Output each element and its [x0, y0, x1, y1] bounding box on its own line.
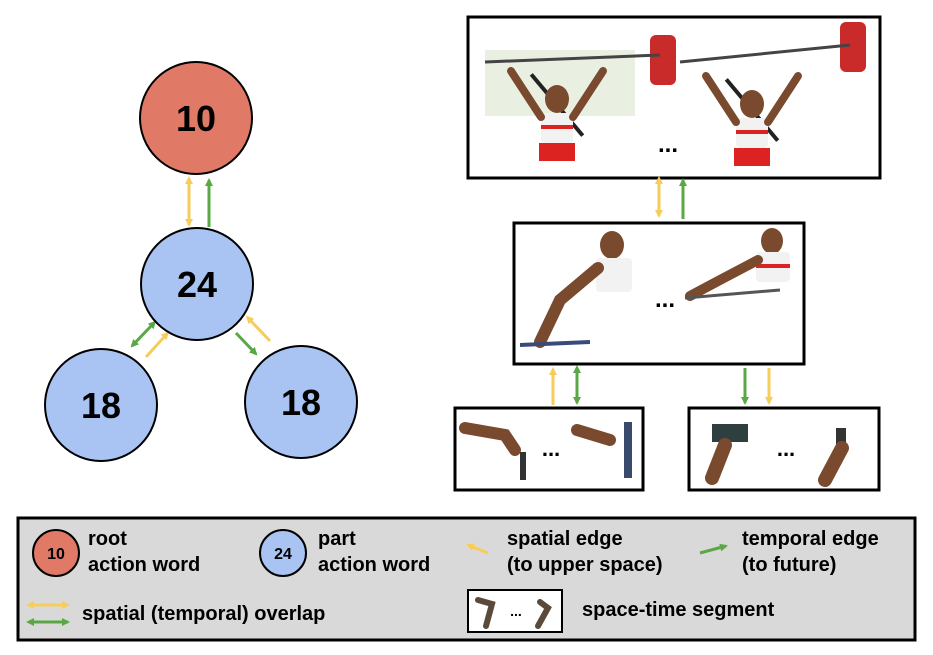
segment-hierarchy: ... ... [453, 15, 882, 492]
legend-part-node-label: 24 [274, 546, 292, 563]
legend-root-item: 10 root action word [32, 528, 200, 577]
segment-bottom-right: ... [687, 406, 881, 492]
spatial-edge-right [245, 315, 272, 343]
middle-node: 24 [140, 227, 254, 341]
root-node-label: 10 [176, 98, 216, 139]
segment-top-ellipsis: ... [658, 131, 678, 158]
segment-middle-ellipsis: ... [655, 286, 675, 313]
hand-image-4 [818, 428, 849, 487]
temporal-edge-right [234, 331, 258, 356]
right-leaf-node: 18 [244, 345, 358, 459]
legend-root-line1: root [88, 528, 127, 550]
legend-box [16, 516, 917, 642]
spatial-edge-left [144, 331, 170, 359]
legend-part-line1: part [318, 528, 356, 550]
legend-segment-image-2 [535, 599, 552, 629]
athlete-image-left [484, 35, 676, 161]
segment-bottom-left-frame [453, 406, 645, 492]
segment-top: ... [466, 15, 882, 180]
hand-image-2 [571, 422, 632, 478]
legend-segment-image-1 [475, 597, 496, 629]
legend-segment-item: ... space-time segment [467, 589, 775, 633]
tree-graph: 10 24 18 18 [44, 61, 358, 462]
legend-overlap-item: spatial (temporal) overlap [26, 601, 325, 626]
legend-temporal-line2: (to future) [742, 554, 836, 576]
left-leaf-circle [44, 348, 158, 462]
hand-image-3 [705, 424, 748, 485]
athlete-image-right [679, 22, 866, 166]
legend-root-circle [32, 529, 80, 577]
legend-temporal-arrow [699, 543, 728, 555]
right-leaf-label: 18 [281, 382, 321, 423]
left-leaf-label: 18 [81, 385, 121, 426]
segment-bottom-right-ellipsis: ... [777, 436, 795, 461]
legend-spatial-line1: spatial edge [507, 528, 623, 550]
temporal-overlap-edge-left [130, 320, 157, 348]
legend-segment-ellipsis: ... [510, 603, 522, 619]
legend-spatial-item: spatial edge (to upper space) [466, 528, 663, 576]
segment-bottom-left: ... [453, 406, 645, 492]
legend-spatial-arrow [466, 543, 489, 555]
left-leaf-node: 18 [44, 348, 158, 462]
right-leaf-circle [244, 345, 358, 459]
root-node-circle [139, 61, 253, 175]
torso-image-right [684, 228, 790, 301]
legend-part-item: 24 part action word [259, 528, 430, 577]
hand-image-1 [459, 422, 526, 480]
middle-node-circle [140, 227, 254, 341]
legend-temporal-line1: temporal edge [742, 528, 879, 550]
legend-root-line2: action word [88, 554, 200, 576]
legend-root-node-label: 10 [47, 546, 65, 563]
segment-bottom-left-ellipsis: ... [542, 436, 560, 461]
legend-part-circle [259, 529, 307, 577]
legend-segment-text: space-time segment [582, 599, 775, 621]
legend: 10 root action word 24 part action word … [16, 516, 917, 642]
root-node: 10 [139, 61, 253, 175]
middle-node-label: 24 [177, 264, 217, 305]
legend-temporal-item: temporal edge (to future) [699, 528, 879, 576]
legend-part-line2: action word [318, 554, 430, 576]
torso-image-left [519, 231, 632, 348]
segment-middle: ... [512, 221, 806, 366]
legend-overlap-text: spatial (temporal) overlap [82, 603, 325, 625]
legend-spatial-line2: (to upper space) [507, 554, 663, 576]
